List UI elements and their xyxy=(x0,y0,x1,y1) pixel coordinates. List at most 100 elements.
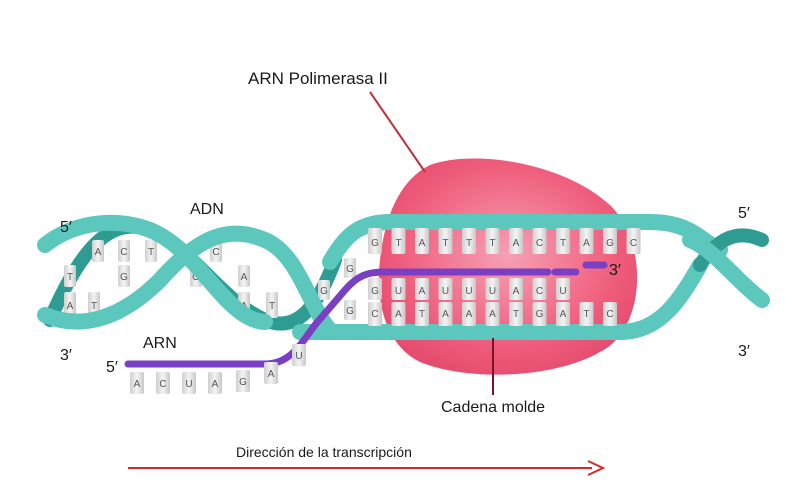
base-coding: T xyxy=(442,238,448,249)
base-rna-inside: U xyxy=(465,286,472,297)
base-left-mid: A xyxy=(241,272,248,283)
base-left-mid-tile xyxy=(118,265,130,287)
base-left-lower-tile xyxy=(64,292,76,318)
base-template-tile xyxy=(438,302,453,326)
base-template-tile xyxy=(556,302,570,326)
base-template: T xyxy=(513,309,519,320)
three-prime-right-label: 3′ xyxy=(738,343,750,360)
base-rna-inside: C xyxy=(536,286,543,297)
right-helix-front xyxy=(682,232,770,308)
base-coding: A xyxy=(583,238,590,249)
base-rna-inside-tile xyxy=(485,278,500,300)
base-template-tile xyxy=(603,302,617,326)
base-rna-tail-tile xyxy=(236,370,250,392)
direction-label: Dirección de la transcripción xyxy=(236,444,412,460)
five-prime-left-label: 5′ xyxy=(60,219,72,236)
base-template: T xyxy=(583,309,589,320)
base-left-upper: A xyxy=(95,247,102,258)
base-left-mid-tile xyxy=(64,265,76,287)
base-rna-tail-tile xyxy=(182,372,196,394)
base-left-small: G xyxy=(346,264,354,275)
base-coding-tile xyxy=(532,228,547,254)
base-rna-inside: A xyxy=(513,286,520,297)
base-template: C xyxy=(371,309,378,320)
polymerase-label: ARN Polimerasa II xyxy=(248,69,388,88)
base-rna-inside-tile xyxy=(391,278,406,300)
base-rna-tail-tile xyxy=(156,372,170,394)
base-left-mid: G xyxy=(120,272,128,283)
base-template: C xyxy=(606,309,613,320)
base-left-upper-tile xyxy=(92,240,104,262)
base-coding: C xyxy=(630,238,637,249)
rna-strand xyxy=(124,268,552,368)
base-rna-tail-tile xyxy=(130,372,144,394)
base-rna-inside: U xyxy=(442,286,449,297)
base-left-small: G xyxy=(346,306,354,317)
base-rna-tail: A xyxy=(212,379,219,390)
dna-front-strand-2 xyxy=(37,225,338,338)
base-left-upper-tile xyxy=(118,240,130,262)
base-template-tile xyxy=(368,302,382,326)
base-template-tile xyxy=(415,302,429,326)
base-left-small: G xyxy=(320,286,328,297)
base-template-tile xyxy=(485,302,500,326)
base-rna-tail-tile xyxy=(208,372,222,394)
base-coding: T xyxy=(489,238,495,249)
base-left-upper: C xyxy=(212,247,219,258)
base-rna-tail: C xyxy=(159,379,166,390)
base-rna-tail: U xyxy=(295,351,302,362)
base-left-upper: C xyxy=(120,247,127,258)
base-left-lower: A xyxy=(67,301,74,312)
base-coding: T xyxy=(466,238,472,249)
base-coding-tile xyxy=(485,228,500,254)
direction-arrowhead xyxy=(587,460,606,476)
base-coding-tile xyxy=(509,228,523,254)
five-prime-right-label: 5′ xyxy=(738,205,750,222)
base-coding-tile xyxy=(368,228,382,254)
base-coding-tile xyxy=(556,228,570,254)
base-left-lower: T xyxy=(269,301,275,312)
base-left-mid-tile xyxy=(238,265,250,287)
base-rna-tail: U xyxy=(185,379,192,390)
base-left-lower: T xyxy=(91,301,97,312)
rna-end-segment xyxy=(551,261,608,276)
base-coding: A xyxy=(513,238,520,249)
base-coding-tile xyxy=(462,228,476,254)
base-rna-tail-tile xyxy=(292,344,306,366)
base-left-mid: T xyxy=(67,272,73,283)
base-left-lower-tile xyxy=(266,292,278,318)
three-prime-left-label: 3′ xyxy=(60,347,72,364)
base-rna-inside: A xyxy=(419,286,426,297)
base-coding-tile xyxy=(415,228,429,254)
base-rna-tail: A xyxy=(268,369,275,380)
base-coding: G xyxy=(606,238,614,249)
base-coding: C xyxy=(536,238,543,249)
base-rna-inside-tile xyxy=(532,278,547,300)
base-rna-inside-tile xyxy=(368,278,382,300)
base-rna-tail-tile xyxy=(264,362,278,384)
base-rna-tail: A xyxy=(134,379,141,390)
base-left-small-tile xyxy=(318,280,330,300)
base-rna-inside: U xyxy=(559,286,566,297)
three-prime-rna-label: 3′ xyxy=(609,262,621,279)
base-coding-tile xyxy=(603,228,617,254)
base-coding: A xyxy=(419,238,426,249)
base-rna-inside: G xyxy=(371,286,379,297)
base-coding-tile xyxy=(626,228,641,254)
base-left-small-tile xyxy=(344,300,356,320)
base-template-tile xyxy=(579,302,594,326)
base-template: T xyxy=(419,309,425,320)
rna-label: ARN xyxy=(143,335,177,352)
base-template: A xyxy=(560,309,567,320)
template-strand-ribbon xyxy=(292,257,708,340)
base-template-tile xyxy=(462,302,476,326)
base-template-tile xyxy=(509,302,523,326)
base-template: A xyxy=(395,309,402,320)
base-coding: T xyxy=(560,238,566,249)
base-left-upper-tile xyxy=(145,240,157,262)
dna-label: ADN xyxy=(190,201,224,218)
base-template: A xyxy=(489,309,496,320)
base-template-tile xyxy=(391,302,406,326)
